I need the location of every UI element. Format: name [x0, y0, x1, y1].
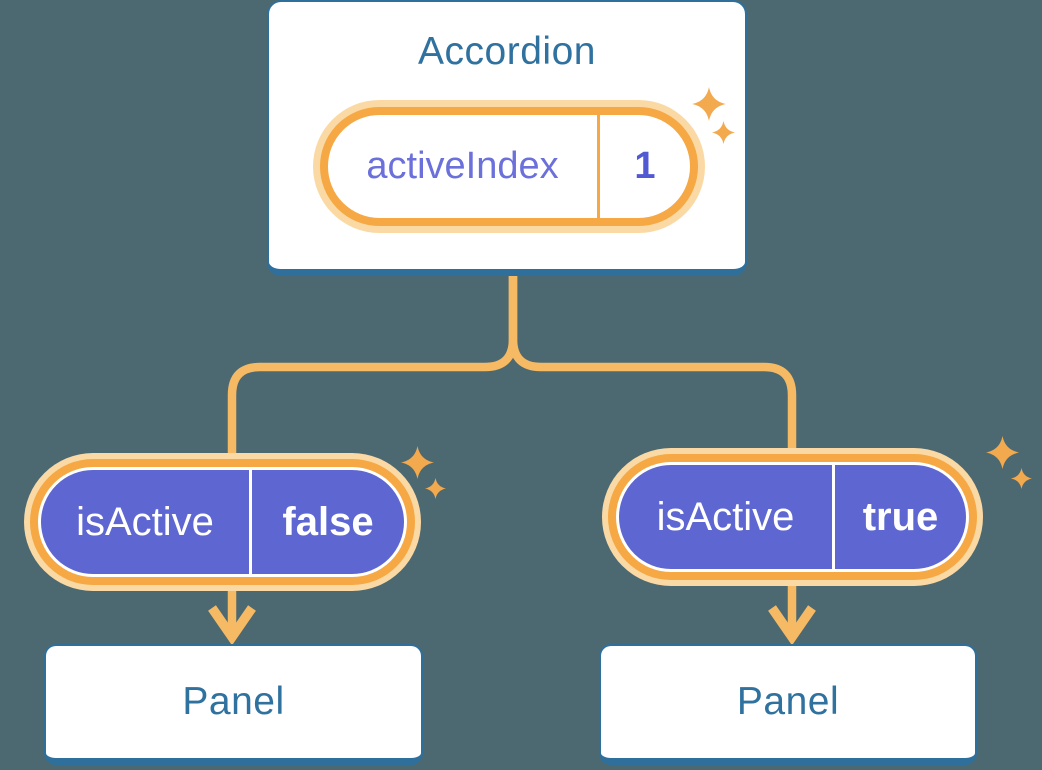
panel-box-right: Panel	[599, 644, 977, 765]
prop-label-right: isActive	[656, 494, 795, 539]
arrow-right-head	[768, 605, 816, 646]
prop-pill-right-divider	[832, 465, 835, 569]
sparkle-icon	[425, 478, 446, 499]
state-pill: activeIndex 1	[320, 107, 698, 226]
panel-box-left: Panel	[44, 644, 423, 765]
sparkle-icon	[401, 446, 434, 479]
sparkle-icon	[986, 436, 1019, 469]
prop-label-left: isActive	[76, 499, 214, 544]
state-pill-divider	[597, 115, 600, 218]
prop-value-left: false	[282, 499, 374, 544]
connector-right-branch	[508, 271, 797, 473]
sparkle-icon	[692, 87, 726, 121]
prop-value-right: true	[862, 494, 939, 539]
connector-left-branch	[227, 271, 518, 478]
state-label: activeIndex	[366, 145, 559, 187]
sparkle-icon	[1011, 468, 1032, 489]
state-value: 1	[634, 145, 656, 187]
panel-title-right: Panel	[736, 680, 840, 723]
prop-pill-left: isActive false	[38, 467, 407, 577]
arrow-left-head	[208, 605, 256, 646]
panel-title-left: Panel	[182, 680, 285, 723]
prop-pill-right: isActive true	[616, 462, 969, 572]
prop-pill-left-divider	[249, 470, 252, 574]
sparkle-icon	[712, 121, 735, 144]
accordion-title: Accordion	[418, 30, 596, 73]
